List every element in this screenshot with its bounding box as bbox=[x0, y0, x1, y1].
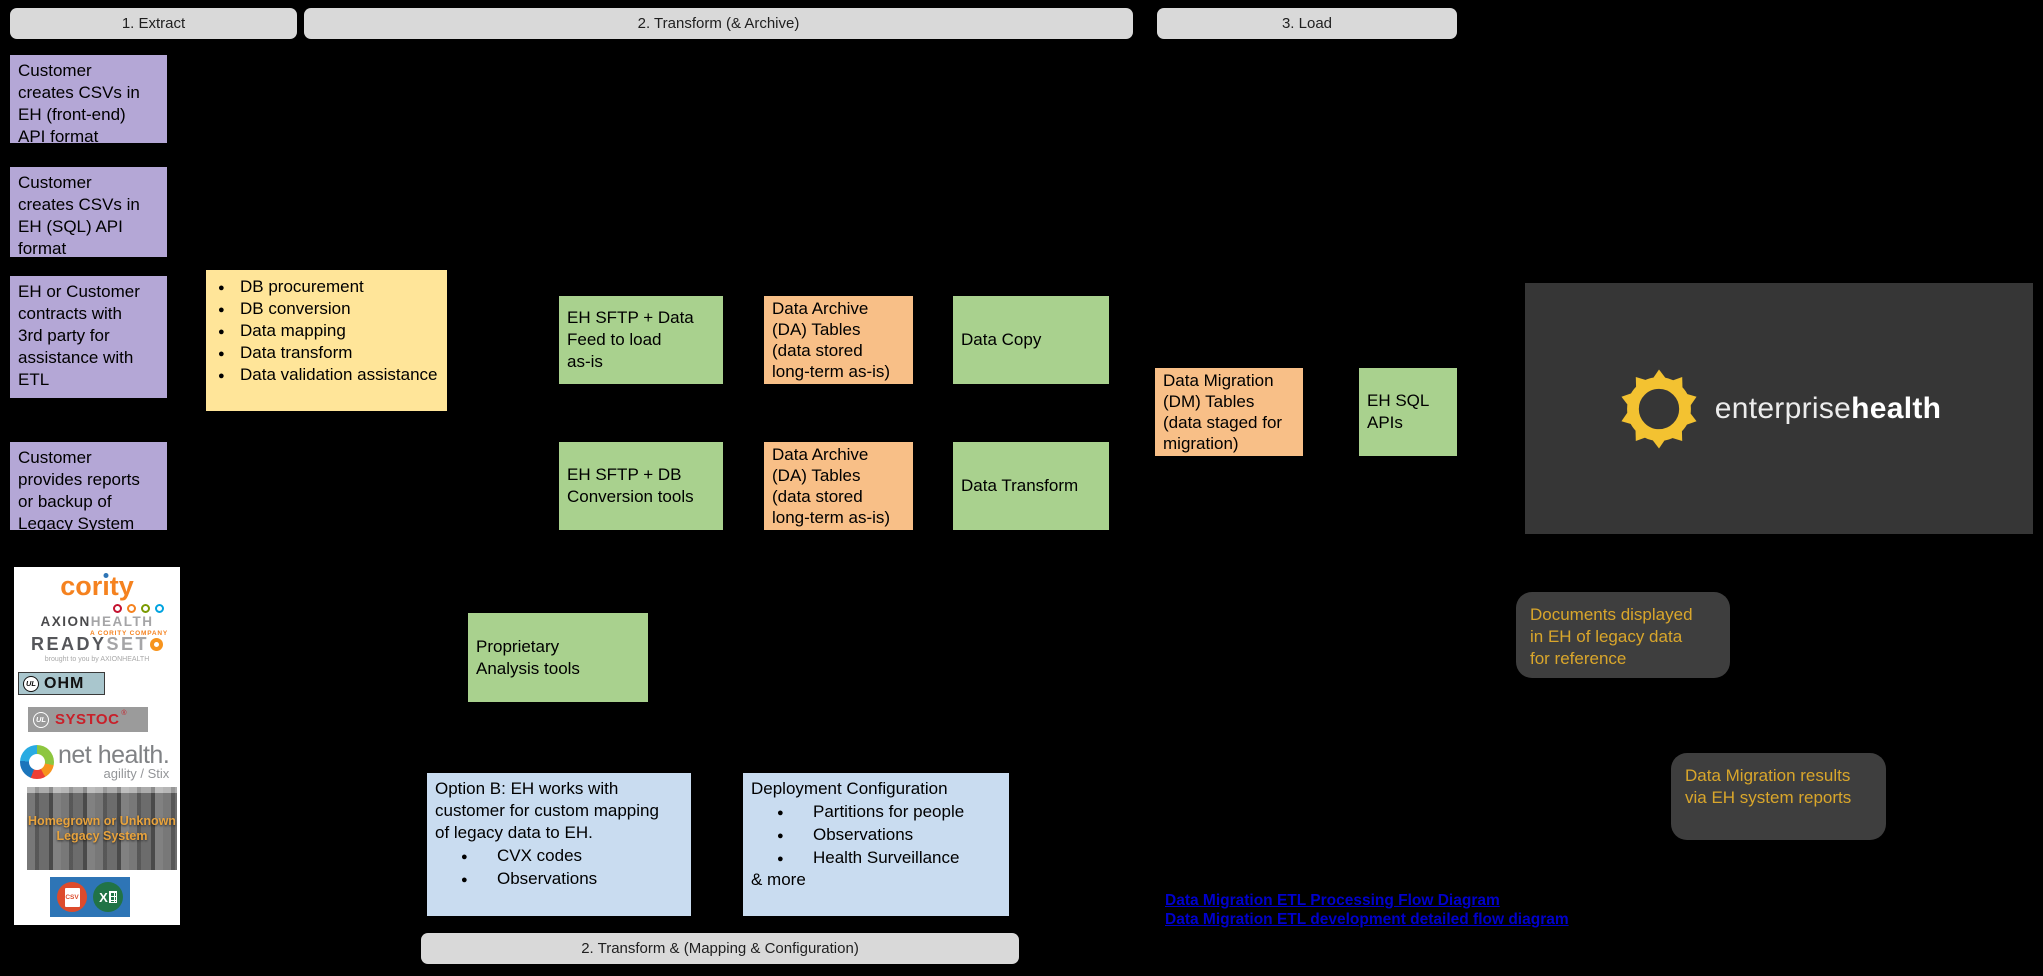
excel-grid-shape bbox=[108, 891, 117, 903]
readyset-text-left: READY bbox=[30, 634, 107, 654]
ohm-label: OHM bbox=[44, 674, 85, 692]
service-item: Data transform bbox=[212, 342, 441, 365]
enterprise-health-logo: enterprisehealth bbox=[1715, 392, 1942, 426]
deployment-config-list: Partitions for people Observations Healt… bbox=[751, 801, 1001, 870]
source-box-third-party: EH or Customer contracts with 3rd party … bbox=[10, 276, 167, 398]
ul-badge-icon: UL bbox=[33, 711, 49, 728]
axion-dots bbox=[14, 604, 180, 613]
process-box-sftp-db-conversion: EH SFTP + DB Conversion tools bbox=[559, 442, 723, 530]
note-dm-results: Data Migration results via EH system rep… bbox=[1671, 753, 1886, 840]
legacy-photo: Homegrown or Unknown Legacy System bbox=[27, 787, 177, 870]
service-item: Data validation assistance bbox=[212, 364, 441, 387]
option-b-intro: Option B: EH works with customer for cus… bbox=[435, 779, 659, 842]
header-bar-transform-mapping: 2. Transform & (Mapping & Configuration) bbox=[421, 933, 1019, 964]
source-box-reports-backup: Customer provides reports or backup of L… bbox=[10, 442, 167, 533]
sun-icon bbox=[1621, 369, 1697, 448]
bullet-item: Partitions for people bbox=[751, 801, 1001, 824]
csv-label: CSV bbox=[65, 893, 79, 901]
link-etl-processing-flow[interactable]: Data Migration ETL Processing Flow Diagr… bbox=[1165, 892, 1500, 909]
systoc-logo: UL SYSTOC ® bbox=[28, 707, 148, 732]
axion-dot-green bbox=[141, 604, 150, 613]
systoc-label: SYSTOC bbox=[55, 711, 120, 728]
header-bar-transform-archive: 2. Transform (& Archive) bbox=[304, 8, 1133, 39]
cority-logo: corıty bbox=[14, 571, 180, 602]
deployment-config-title: Deployment Configuration bbox=[751, 779, 948, 798]
related-diagram-links: Data Migration ETL Processing Flow Diagr… bbox=[1165, 891, 1569, 929]
header-bar-load: 3. Load bbox=[1157, 8, 1457, 39]
net-health-logo: net health. agility / Stix bbox=[20, 741, 170, 782]
axion-text-right: HEALTH bbox=[90, 614, 154, 629]
axion-dot-red bbox=[113, 604, 122, 613]
process-box-sftp-data-feed: EH SFTP + Data Feed to load as-is bbox=[559, 296, 723, 384]
process-box-data-archive-2: Data Archive (DA) Tables (data stored lo… bbox=[764, 442, 913, 530]
deployment-config-box: Deployment Configuration Partitions for … bbox=[743, 773, 1009, 916]
bullet-item: CVX codes bbox=[435, 845, 683, 868]
net-health-label: net health. bbox=[58, 741, 170, 769]
process-box-data-archive-1: Data Archive (DA) Tables (data stored lo… bbox=[764, 296, 913, 384]
enterprise-health-panel: enterprisehealth bbox=[1525, 283, 2033, 534]
net-health-ring-icon bbox=[20, 745, 54, 779]
legacy-systems-panel: corıty AXIONHEALTH A CORITY COMPANY READ… bbox=[14, 567, 180, 925]
third-party-services-list: DB procurement DB conversion Data mappin… bbox=[212, 276, 441, 387]
note-documents-displayed: Documents displayed in EH of legacy data… bbox=[1516, 592, 1730, 678]
cority-text-post: ty bbox=[109, 571, 134, 601]
ul-badge-icon: UL bbox=[23, 675, 39, 692]
deployment-config-footer: & more bbox=[751, 870, 806, 889]
excel-x-label: X bbox=[99, 889, 108, 905]
net-health-text: net health. agility / Stix bbox=[58, 741, 170, 782]
excel-icon: X bbox=[93, 882, 123, 912]
option-b-list: CVX codes Observations bbox=[435, 845, 683, 891]
dm-tables-box: Data Migration (DM) Tables (data staged … bbox=[1155, 368, 1303, 456]
legacy-photo-caption: Homegrown or Unknown Legacy System bbox=[28, 813, 176, 843]
cority-text-pre: cor bbox=[60, 571, 103, 601]
brand-health: health bbox=[1851, 391, 1942, 425]
service-item: DB procurement bbox=[212, 276, 441, 299]
axion-wordmark: AXIONHEALTH bbox=[14, 614, 180, 629]
csv-icon: CSV bbox=[57, 882, 87, 912]
third-party-services-box: DB procurement DB conversion Data mappin… bbox=[206, 270, 447, 411]
axion-tagline: A CORITY COMPANY bbox=[89, 630, 168, 637]
bullet-item: Health Surveillance bbox=[751, 847, 1001, 870]
link-etl-development-flow[interactable]: Data Migration ETL development detailed … bbox=[1165, 911, 1569, 928]
service-item: Data mapping bbox=[212, 320, 441, 343]
readyset-tagline: brought to you by AXIONHEALTH bbox=[44, 656, 150, 663]
process-box-proprietary-analysis: Proprietary Analysis tools bbox=[468, 613, 648, 702]
brand-enterprise: enterprise bbox=[1714, 391, 1852, 425]
axion-dot-blue bbox=[155, 604, 164, 613]
process-box-data-copy: Data Copy bbox=[953, 296, 1109, 384]
net-health-sub: agility / Stix bbox=[103, 766, 170, 781]
eh-sql-apis-box: EH SQL APIs bbox=[1359, 368, 1457, 456]
readyset-text-right: SET bbox=[106, 634, 150, 654]
source-box-csv-sql: Customer creates CSVs in EH (SQL) API fo… bbox=[10, 167, 167, 258]
registered-mark: ® bbox=[121, 710, 127, 717]
cority-text-i: ı bbox=[102, 571, 110, 601]
csv-page-shape: CSV bbox=[64, 887, 80, 907]
axion-text-left: AXION bbox=[40, 614, 91, 629]
file-formats-banner: CSV X bbox=[50, 877, 130, 917]
bullet-item: Observations bbox=[751, 824, 1001, 847]
bullet-item: Observations bbox=[435, 868, 683, 891]
option-b-box: Option B: EH works with customer for cus… bbox=[427, 773, 691, 916]
process-box-data-transform: Data Transform bbox=[953, 442, 1109, 530]
header-bar-extract: 1. Extract bbox=[10, 8, 297, 39]
readyset-o-icon bbox=[150, 638, 164, 651]
source-box-csv-frontend: Customer creates CSVs in EH (front-end) … bbox=[10, 55, 167, 146]
axion-dot-orange bbox=[127, 604, 136, 613]
axion-health-logo: AXIONHEALTH A CORITY COMPANY bbox=[14, 604, 180, 637]
service-item: DB conversion bbox=[212, 298, 441, 321]
ohm-logo: UL OHM bbox=[18, 672, 105, 695]
